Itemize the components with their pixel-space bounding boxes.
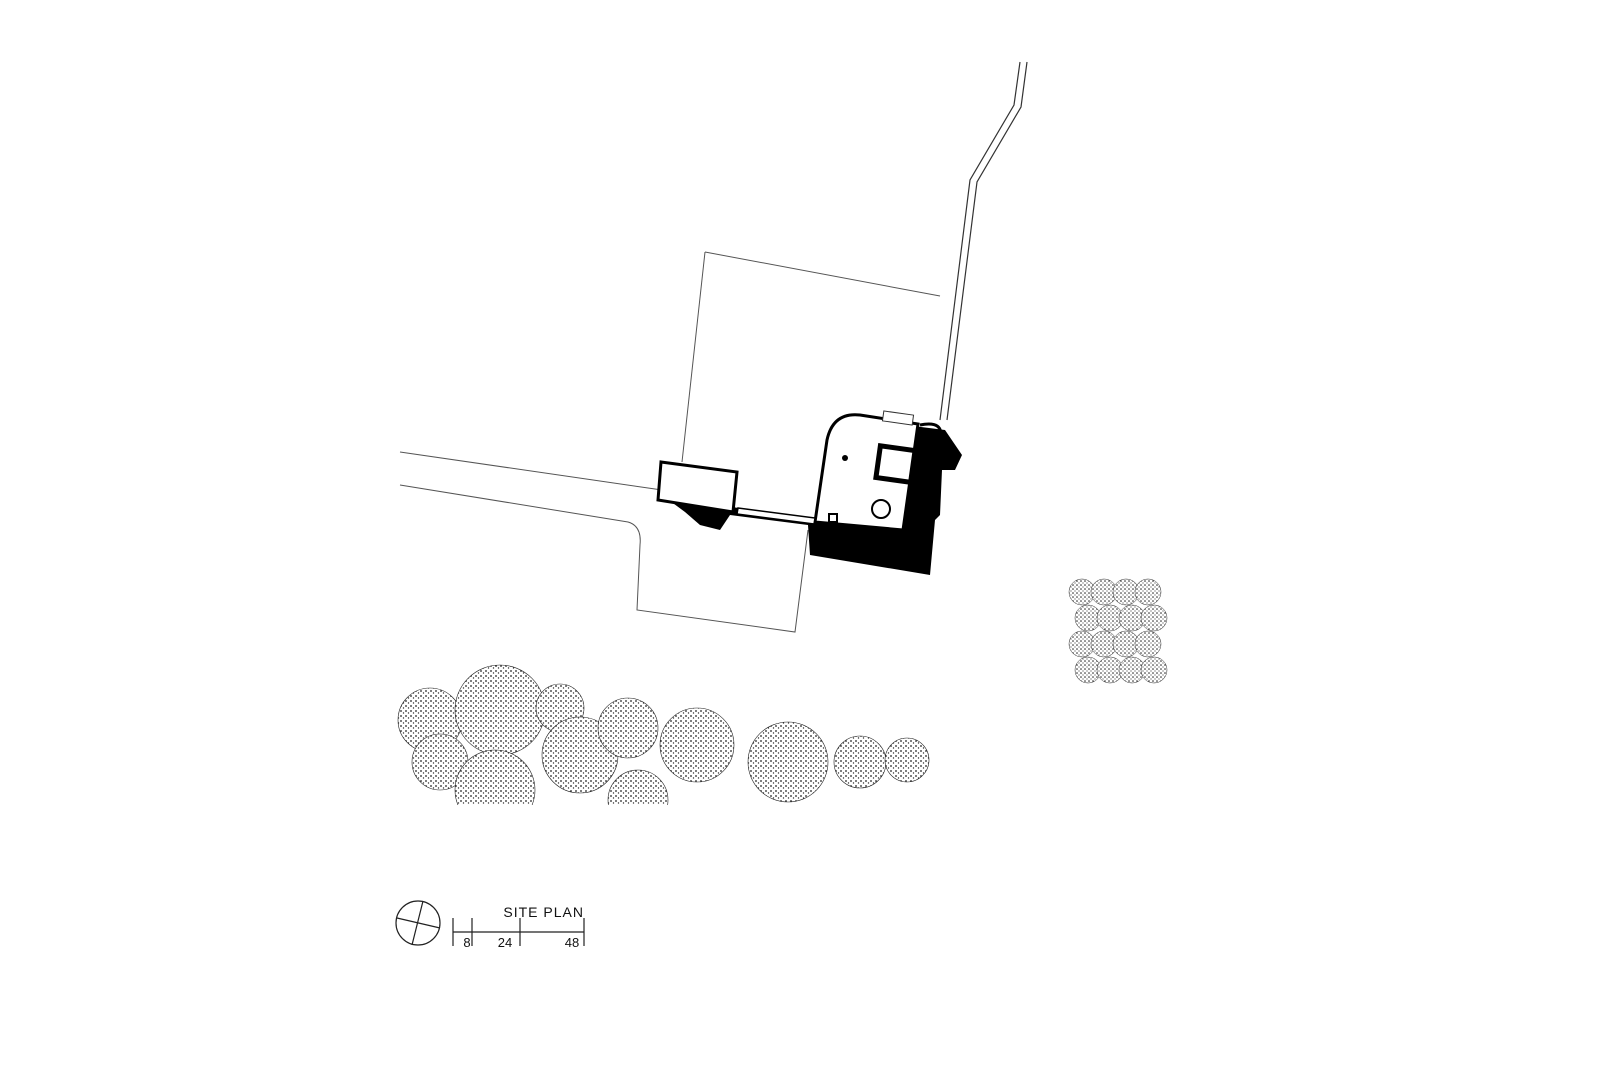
drawing-title: SITE PLAN bbox=[503, 904, 584, 920]
tree bbox=[833, 735, 887, 789]
stair-curve bbox=[919, 422, 943, 441]
round-element bbox=[871, 499, 891, 519]
courtyard bbox=[873, 442, 918, 486]
tree bbox=[747, 721, 829, 803]
tree bbox=[1140, 604, 1168, 632]
entry-step bbox=[881, 410, 915, 426]
tree-grove-east bbox=[1068, 578, 1168, 684]
building-shadow bbox=[662, 425, 962, 575]
square-element bbox=[828, 513, 838, 523]
tree bbox=[1134, 578, 1162, 606]
tree bbox=[1134, 630, 1162, 658]
guest-volume bbox=[656, 460, 739, 514]
tree bbox=[454, 664, 546, 756]
column bbox=[842, 455, 848, 461]
lawn-outline bbox=[399, 251, 941, 633]
tree bbox=[659, 707, 735, 783]
scale-label: 8 bbox=[463, 935, 470, 950]
tree bbox=[1140, 656, 1168, 684]
access-road bbox=[939, 61, 1028, 421]
connecting-walkway bbox=[736, 507, 816, 525]
tree bbox=[597, 697, 659, 759]
north-arrow-icon bbox=[395, 900, 441, 946]
house-plan bbox=[656, 410, 962, 575]
tree bbox=[884, 737, 930, 783]
scale-bar bbox=[452, 918, 585, 946]
scale-label: 24 bbox=[498, 935, 512, 950]
tree-group-south bbox=[390, 664, 930, 845]
scale-label: 48 bbox=[565, 935, 579, 950]
